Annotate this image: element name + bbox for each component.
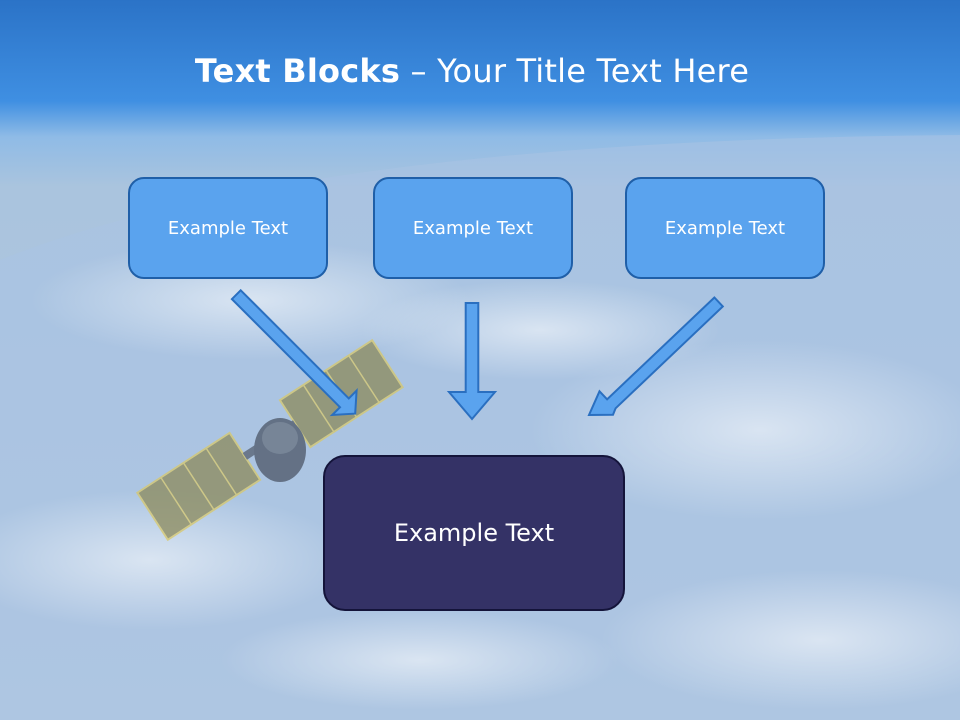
arrow-center-down: [446, 302, 498, 421]
top-block-2-label: Example Text: [412, 217, 534, 239]
arrow-right-diagonal: [587, 296, 725, 417]
top-block-1-label: Example Text: [167, 217, 289, 239]
top-block-3[interactable]: Example Text: [625, 177, 825, 279]
bottom-block[interactable]: Example Text: [323, 455, 625, 611]
title-separator: –: [400, 52, 438, 90]
top-block-1[interactable]: Example Text: [128, 177, 328, 279]
top-block-2[interactable]: Example Text: [373, 177, 573, 279]
title-rest: Your Title Text Here: [437, 52, 750, 90]
title-bold: Text Blocks: [194, 52, 401, 90]
top-block-3-label: Example Text: [664, 217, 786, 239]
arrow-left-diagonal: [230, 288, 358, 417]
slide-title: Text Blocks – Your Title Text Here: [0, 52, 944, 90]
satellite-icon: [135, 338, 405, 542]
bottom-block-label: Example Text: [393, 519, 555, 547]
